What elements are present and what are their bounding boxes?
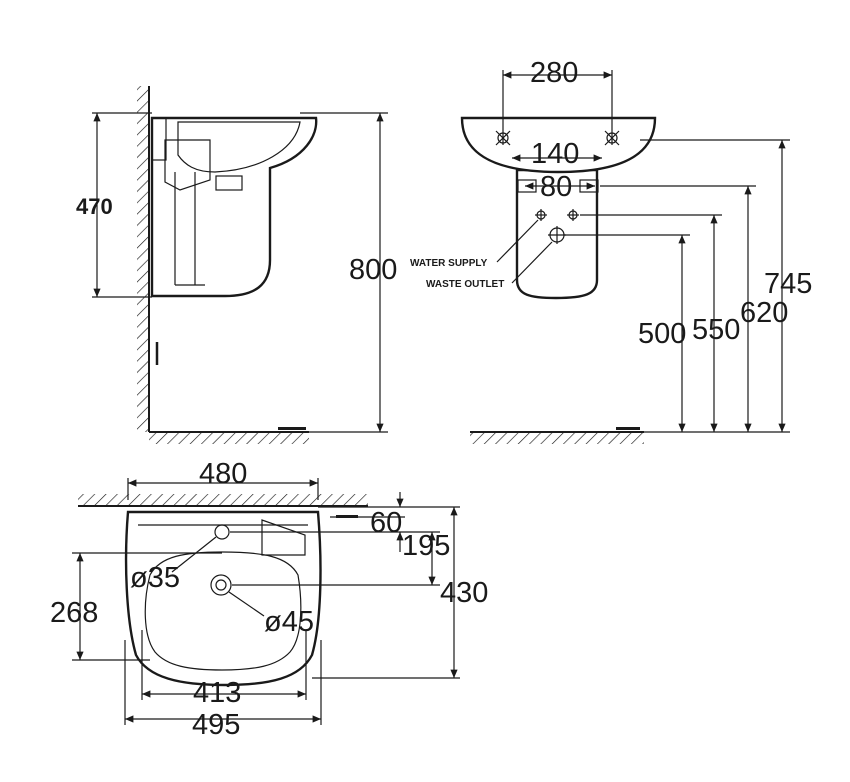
wall-hatch [137,86,149,432]
label-water-supply: WATER SUPPLY [410,258,488,269]
dim-tap-to-drain-195: 195 [402,530,450,562]
label-waste-outlet: WASTE OUTLET [426,279,504,290]
dim-width-480: 480 [199,458,247,490]
dim-height-745: 745 [764,268,812,300]
label-tap-hole-35: ø35 [130,562,180,594]
basin-top [124,510,322,687]
dim-bowl-width-413: 413 [193,677,241,709]
top-view: 480 495 413 268 60 195 430 ø35 [50,458,488,741]
dim-tap-spacing-280: 280 [530,57,578,89]
dim-basin-height-470: 470 [76,194,113,219]
floor-hatch-front [470,432,644,444]
floor-hatch [149,432,309,444]
dim-bowl-depth-268: 268 [50,597,98,629]
dim-outlet-spacing-80: 80 [540,171,572,203]
wall-hatch-top [78,494,368,506]
dim-height-800: 800 [349,254,397,286]
front-view: 280 140 80 WATER SUPPLY WASTE OUTLET 500… [410,57,812,444]
dim-depth-430: 430 [440,577,488,609]
basin-profile [150,116,318,298]
dim-width-495: 495 [192,709,240,741]
side-view: 800 470 [76,86,397,444]
label-drain-hole-45: ø45 [264,606,314,638]
dim-height-500: 500 [638,318,686,350]
dim-height-550: 550 [692,314,740,346]
dim-tap-offset-60: 60 [370,507,402,539]
dim-height-620: 620 [740,297,788,329]
dim-supply-spacing-140: 140 [531,138,579,170]
